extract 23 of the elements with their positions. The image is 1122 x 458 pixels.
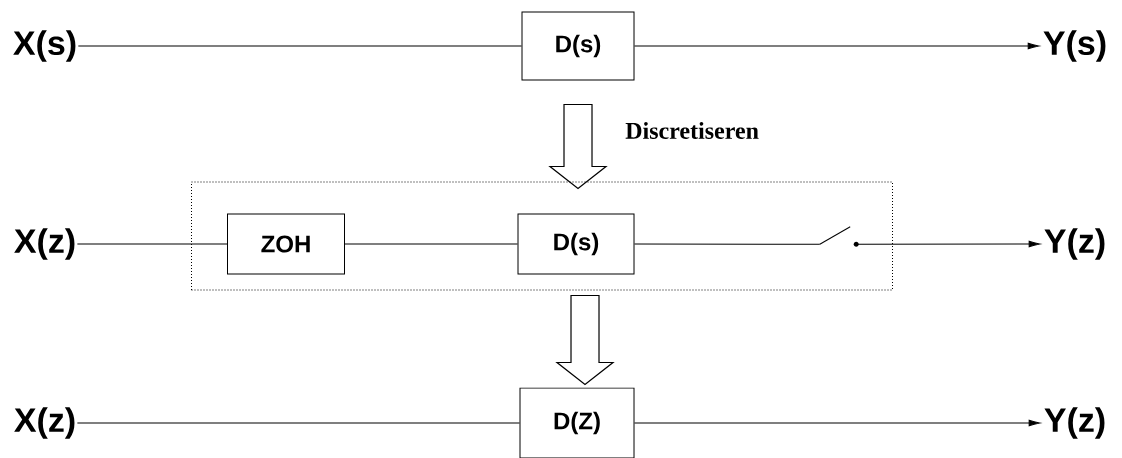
signal-label: Y(z) <box>1044 407 1105 439</box>
block-box: D(Z) <box>519 387 635 458</box>
block-box: ZOH <box>227 213 345 275</box>
arrow <box>634 42 1040 50</box>
arrow <box>634 419 1041 427</box>
signal-label: Y(s) <box>1043 30 1106 62</box>
signal-label: X(z) <box>14 407 75 439</box>
signal-label: Y(z) <box>1044 228 1105 260</box>
connector-line <box>76 422 520 424</box>
edge-label: Discretiseren <box>624 121 760 140</box>
connector-line <box>76 243 228 245</box>
switch-symbol <box>819 226 859 247</box>
signal-label: X(s) <box>13 30 76 62</box>
connector-line <box>344 243 518 245</box>
block-arrow <box>555 294 615 386</box>
block-box: D(s) <box>517 213 635 275</box>
signal-label: X(z) <box>14 228 75 260</box>
connector-line <box>634 243 821 245</box>
dotted-frame <box>191 181 893 291</box>
arrow <box>855 240 1041 248</box>
block-arrow <box>548 103 608 190</box>
connector-line <box>77 45 522 47</box>
block-box: D(s) <box>521 11 635 81</box>
